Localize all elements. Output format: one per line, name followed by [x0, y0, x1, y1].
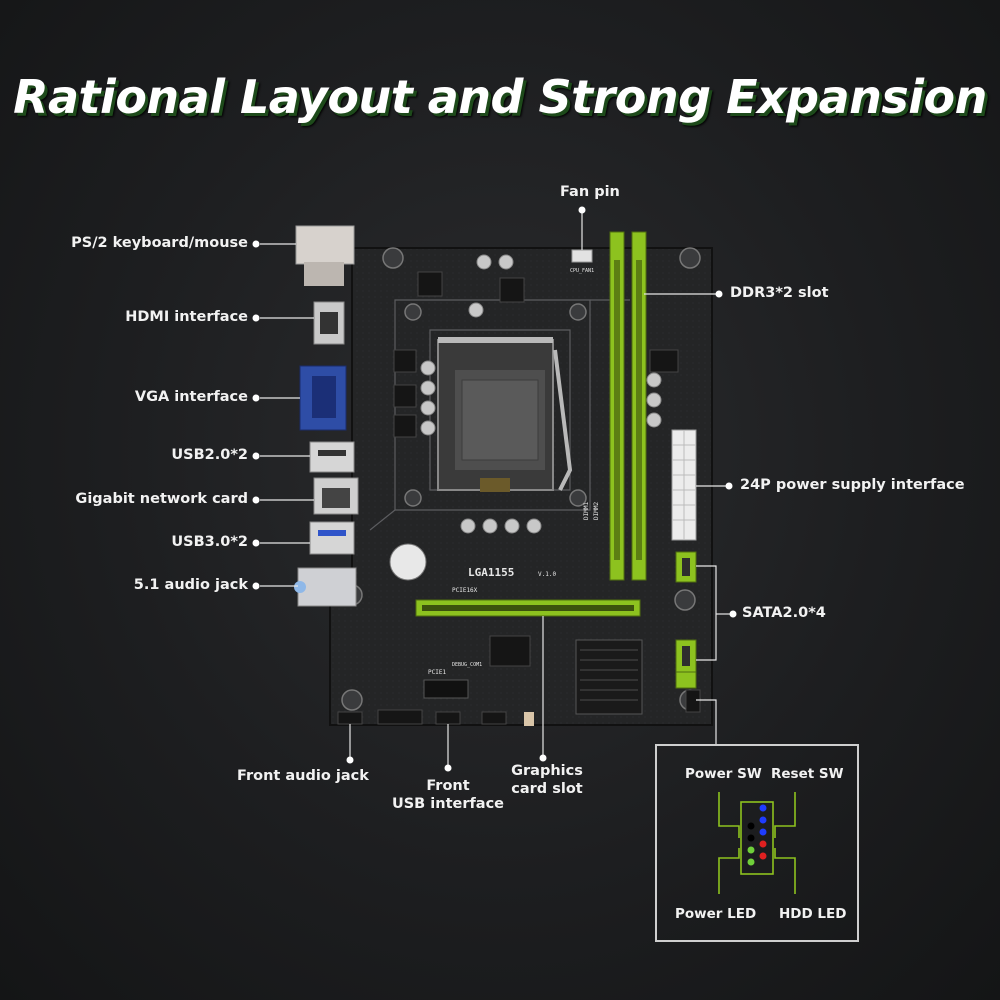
- cpu-fan-label: CPU_FAN1: [570, 268, 594, 274]
- right-leader-lines: [581, 212, 730, 746]
- label-front-usb-line1: Front: [426, 778, 470, 794]
- pcie1-label: PCIE1: [428, 669, 446, 676]
- dimm1-label: DIMM1: [583, 502, 590, 520]
- label-ddr3: DDR3*2 slot: [730, 285, 829, 301]
- ps2-port: [295, 225, 355, 265]
- front-panel-pinout: [718, 792, 796, 894]
- debug-label: DEBUG_COM1: [452, 662, 482, 668]
- pcie-x1-slot: [423, 679, 469, 699]
- usb3-port: [309, 521, 355, 555]
- sata-ports: [675, 551, 697, 689]
- label-graphics-line1: Graphics: [511, 763, 583, 779]
- usb2-port: [309, 441, 355, 473]
- audio-port: [297, 567, 357, 607]
- pcie-label: PCIE16X: [452, 587, 478, 594]
- socket-label: LGA1155: [468, 566, 514, 579]
- cmos-battery: [389, 543, 427, 581]
- label-hdmi: HDMI interface: [125, 309, 248, 325]
- label-power-led: Power LED: [675, 906, 757, 922]
- version-label: V.1.0: [538, 571, 556, 578]
- label-vga: VGA interface: [134, 389, 248, 405]
- label-usb3: USB3.0*2: [171, 534, 248, 550]
- bottom-leader-lines: [349, 616, 544, 766]
- front-panel-header-inset: Power SW Reset SW Power LED HDD LED: [655, 744, 859, 942]
- left-leader-lines: [260, 243, 314, 587]
- label-power24: 24P power supply interface: [740, 477, 965, 493]
- label-graphics-line2: card slot: [511, 781, 583, 797]
- label-usb2: USB2.0*2: [171, 447, 248, 463]
- label-front-usb-line2: USB interface: [391, 796, 505, 812]
- label-sata: SATA2.0*4: [742, 605, 826, 621]
- label-front-usb: Front USB interface: [388, 777, 508, 813]
- label-power-sw: Power SW: [685, 766, 762, 782]
- cpu-socket: [437, 337, 573, 492]
- front-audio-connector-pin: [524, 712, 534, 726]
- cpu-fan-header: [571, 249, 593, 263]
- label-graphics: Graphics card slot: [502, 762, 592, 798]
- ddr3-slots: [609, 231, 647, 581]
- label-front-audio: Front audio jack: [237, 768, 369, 784]
- label-fan-pin: Fan pin: [560, 184, 620, 200]
- label-audio: 5.1 audio jack: [133, 577, 248, 593]
- label-reset-sw: Reset SW: [771, 766, 844, 782]
- dimm2-label: DIMM2: [593, 502, 600, 520]
- page-title: Rational Layout and Strong Expansion: [13, 70, 987, 124]
- label-lan: Gigabit network card: [75, 491, 248, 507]
- label-hdd-led: HDD LED: [779, 906, 847, 922]
- label-ps2: PS/2 keyboard/mouse: [71, 235, 248, 251]
- io-ports: [294, 225, 359, 607]
- chipset-heatsink: [575, 639, 643, 715]
